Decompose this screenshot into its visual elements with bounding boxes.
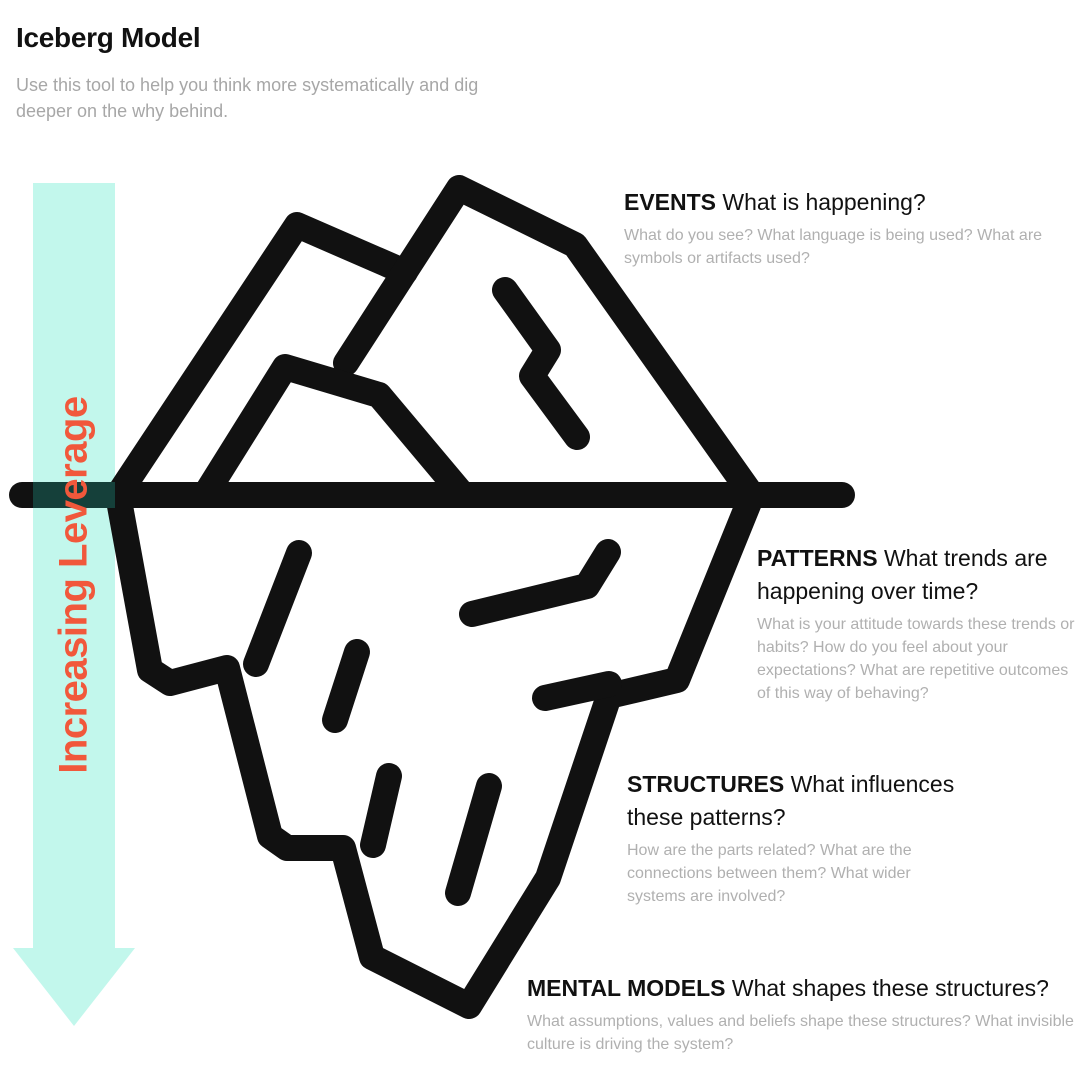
level-patterns-question: What trends are happening over time? (757, 545, 1048, 604)
level-mental-models-heading: MENTAL MODELS What shapes these structur… (527, 972, 1077, 1005)
leverage-arrow-shaft (33, 183, 115, 951)
level-events-keyword: EVENTS (624, 189, 717, 215)
level-patterns: PATTERNS What trends are happening over … (757, 542, 1077, 705)
level-structures-heading: STRUCTURES What influences these pattern… (627, 768, 957, 834)
iceberg-crack-1 (243, 540, 312, 677)
level-mental-models-description: What assumptions, values and beliefs sha… (527, 1013, 1074, 1053)
iceberg-main-peak (333, 175, 765, 508)
level-mental-models: MENTAL MODELS What shapes these structur… (527, 972, 1077, 1056)
level-mental-models-question: What shapes these structures? (731, 975, 1049, 1001)
water-line-arrow-overlap (33, 482, 115, 508)
level-events-question: What is happening? (722, 189, 926, 215)
iceberg-inner-peak (192, 354, 476, 508)
level-mental-models-keyword: MENTAL MODELS (527, 975, 726, 1001)
iceberg-left-peak (105, 212, 418, 508)
leverage-label: Increasing Leverage (51, 396, 96, 774)
page-subtitle: Use this tool to help you think more sys… (16, 75, 479, 121)
iceberg-crack-3 (322, 639, 370, 733)
iceberg-crack-2 (459, 539, 621, 627)
level-structures: STRUCTURES What influences these pattern… (627, 768, 957, 908)
level-structures-question: What influences these patterns? (627, 771, 955, 830)
iceberg-crack-6 (445, 773, 502, 906)
level-events: EVENTS What is happening? What do you se… (624, 186, 1054, 270)
iceberg-underwater-outline (105, 482, 765, 1019)
iceberg-illustration (105, 175, 765, 1019)
iceberg-top-crack (492, 277, 590, 450)
level-patterns-keyword: PATTERNS (757, 545, 878, 571)
level-patterns-description: What is your attitude towards these tren… (757, 616, 1075, 702)
level-events-description: What do you see? What language is being … (624, 227, 1043, 267)
iceberg-crack-5 (360, 763, 402, 858)
iceberg-crack-4 (532, 671, 622, 711)
level-structures-description: How are the parts related? What are the … (627, 842, 912, 905)
arrow-down-icon (13, 183, 135, 1026)
level-events-heading: EVENTS What is happening? (624, 186, 1054, 219)
leverage-arrow-head (13, 948, 135, 1026)
level-patterns-heading: PATTERNS What trends are happening over … (757, 542, 1077, 608)
page-title: Iceberg Model (16, 22, 201, 53)
level-structures-keyword: STRUCTURES (627, 771, 785, 797)
